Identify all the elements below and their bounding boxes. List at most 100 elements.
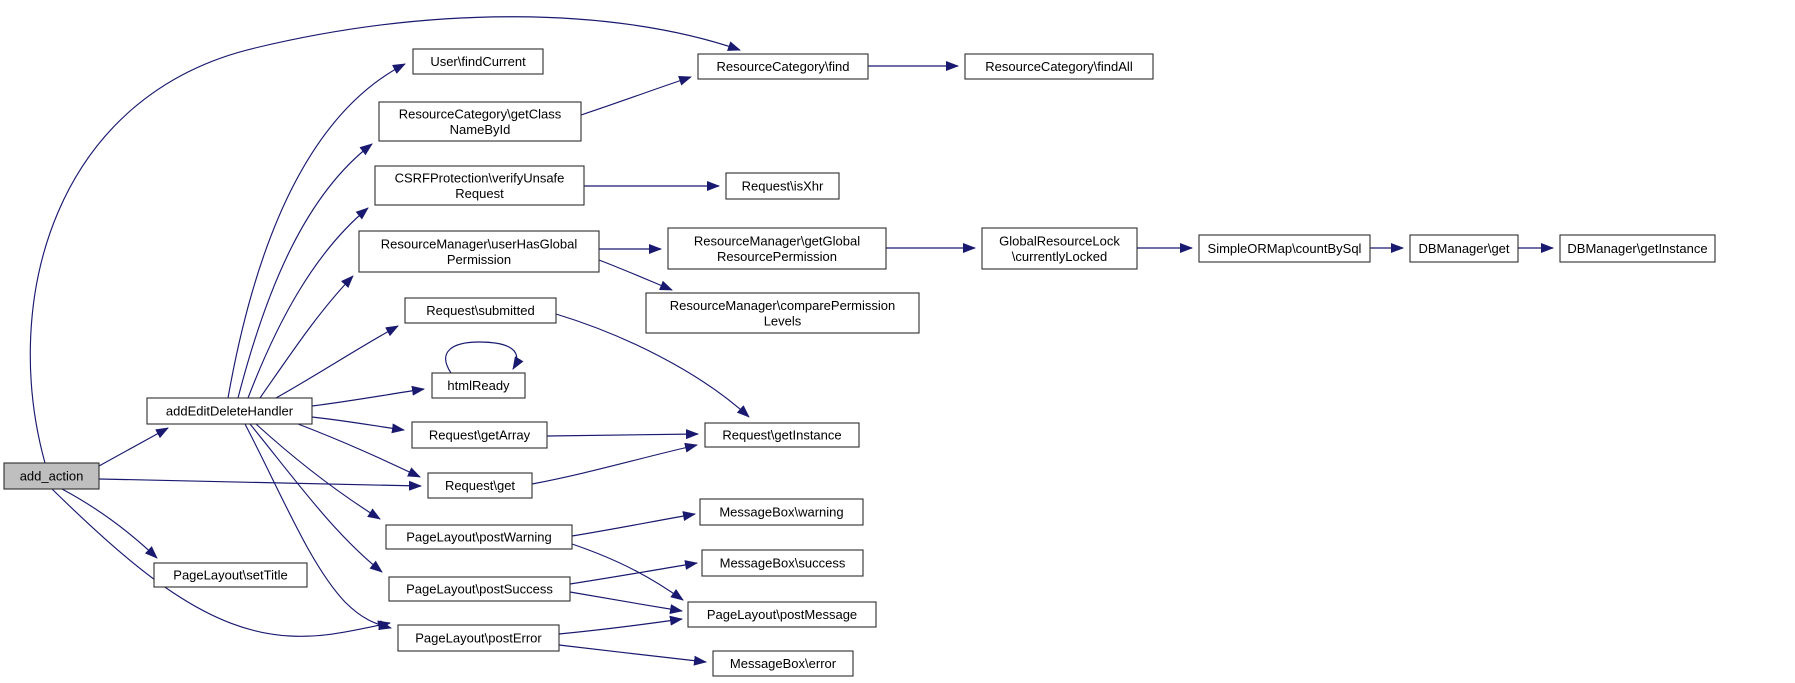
- node-label: ResourceManager\userHasGlobal: [381, 236, 578, 251]
- node-box[interactable]: [146, 397, 313, 425]
- node-box[interactable]: [388, 576, 571, 602]
- node-label: PageLayout\postMessage: [707, 607, 857, 622]
- node-message-box-success[interactable]: MessageBox\success: [701, 549, 864, 577]
- node-box[interactable]: [687, 601, 877, 628]
- node-page-layout-post-success[interactable]: PageLayout\postSuccess: [388, 576, 571, 602]
- node-box[interactable]: [1559, 234, 1716, 263]
- node-request-get-array[interactable]: Request\getArray: [411, 421, 548, 449]
- node-box[interactable]: [712, 650, 854, 677]
- node-label: User\findCurrent: [430, 54, 526, 69]
- node-label: SimpleORMap\countBySql: [1208, 241, 1362, 256]
- node-label: MessageBox\error: [730, 656, 837, 671]
- node-resource-category-find[interactable]: ResourceCategory\find: [697, 53, 869, 80]
- node-box[interactable]: [667, 227, 887, 270]
- node-label: Levels: [764, 313, 802, 328]
- node-box[interactable]: [431, 372, 526, 399]
- node-request-get[interactable]: Request\get: [427, 472, 533, 499]
- edge-add-edit-delete-handler-to-page-layout-post-success: [249, 423, 383, 573]
- node-box[interactable]: [704, 422, 860, 448]
- node-label: addEditDeleteHandler: [166, 404, 294, 419]
- node-html-ready[interactable]: htmlReady: [431, 372, 526, 399]
- node-box[interactable]: [374, 165, 585, 206]
- edge-page-layout-post-warning-to-page-layout-post-message: [571, 543, 684, 601]
- node-box[interactable]: [699, 498, 864, 526]
- node-label: \currentlyLocked: [1012, 249, 1107, 264]
- node-add-action: add_action: [3, 462, 100, 490]
- node-label: MessageBox\warning: [719, 505, 843, 520]
- node-request-get-instance[interactable]: Request\getInstance: [704, 422, 860, 448]
- node-label: Request\getInstance: [722, 428, 841, 443]
- edge-page-layout-post-warning-to-message-box-warning: [571, 511, 696, 537]
- node-page-layout-post-error[interactable]: PageLayout\postError: [397, 624, 560, 652]
- node-page-layout-post-warning[interactable]: PageLayout\postWarning: [385, 524, 573, 550]
- node-box[interactable]: [697, 53, 869, 80]
- edge-add-edit-delete-handler-to-resource-category-get-class-name-by-id: [237, 143, 373, 399]
- node-user-find-current[interactable]: User\findCurrent: [412, 48, 544, 75]
- edge-page-layout-post-success-to-page-layout-post-message: [569, 591, 683, 615]
- node-box[interactable]: [412, 48, 544, 75]
- node-box[interactable]: [397, 624, 560, 652]
- node-box[interactable]: [725, 172, 840, 200]
- node-global-resource-lock-currently-locked[interactable]: GlobalResourceLock\currentlyLocked: [981, 227, 1138, 270]
- node-request-is-xhr[interactable]: Request\isXhr: [725, 172, 840, 200]
- node-box: [3, 462, 100, 490]
- node-label: Request\isXhr: [742, 179, 824, 194]
- node-message-box-warning[interactable]: MessageBox\warning: [699, 498, 864, 526]
- node-message-box-error[interactable]: MessageBox\error: [712, 650, 854, 677]
- node-label: PageLayout\setTitle: [173, 568, 287, 583]
- node-resource-category-find-all[interactable]: ResourceCategory\findAll: [964, 53, 1154, 80]
- node-label: PageLayout\postError: [415, 631, 542, 646]
- node-box[interactable]: [385, 524, 573, 550]
- node-resource-manager-get-global-resource-permission[interactable]: ResourceManager\getGlobalResourcePermiss…: [667, 227, 887, 270]
- edge-page-layout-post-error-to-page-layout-post-message: [558, 615, 683, 635]
- node-box[interactable]: [1198, 234, 1371, 263]
- edge-add-action-to-request-get: [98, 478, 422, 491]
- node-label: Request: [455, 186, 504, 201]
- node-label: ResourceCategory\getClass: [399, 106, 562, 121]
- edge-add-edit-delete-handler-to-request-submitted: [275, 325, 399, 399]
- node-label: Permission: [447, 252, 511, 267]
- node-box[interactable]: [981, 227, 1138, 270]
- node-db-manager-get-instance[interactable]: DBManager\getInstance: [1559, 234, 1716, 263]
- node-label: CSRFProtection\verifyUnsafe: [395, 170, 565, 185]
- node-label: DBManager\getInstance: [1567, 241, 1707, 256]
- node-box[interactable]: [411, 421, 548, 449]
- node-db-manager-get[interactable]: DBManager\get: [1409, 234, 1519, 263]
- node-box[interactable]: [378, 101, 582, 142]
- edge-add-edit-delete-handler-to-resource-manager-user-has-global-permission: [259, 275, 354, 399]
- edge-request-get-array-to-request-get-instance: [546, 429, 699, 440]
- node-page-layout-set-title[interactable]: PageLayout\setTitle: [153, 562, 308, 588]
- node-request-submitted[interactable]: Request\submitted: [404, 297, 557, 324]
- node-box[interactable]: [358, 230, 600, 273]
- node-box[interactable]: [404, 297, 557, 324]
- node-simple-or-map-count-by-sql[interactable]: SimpleORMap\countBySql: [1198, 234, 1371, 263]
- node-label: add_action: [20, 469, 84, 484]
- node-label: ResourcePermission: [717, 249, 837, 264]
- node-box[interactable]: [645, 292, 920, 334]
- edge-page-layout-post-success-to-message-box-success: [569, 560, 698, 585]
- node-box[interactable]: [964, 53, 1154, 80]
- node-page-layout-post-message[interactable]: PageLayout\postMessage: [687, 601, 877, 628]
- node-label: ResourceCategory\find: [717, 59, 850, 74]
- edge-add-edit-delete-handler-to-html-ready: [311, 385, 425, 407]
- node-label: ResourceManager\getGlobal: [694, 233, 860, 248]
- node-label: ResourceManager\comparePermission: [670, 298, 895, 313]
- node-label: NameById: [450, 122, 511, 137]
- edge-add-edit-delete-handler-to-page-layout-post-error: [244, 423, 392, 630]
- node-label: DBManager\get: [1418, 241, 1509, 256]
- node-box[interactable]: [427, 472, 533, 499]
- node-add-edit-delete-handler[interactable]: addEditDeleteHandler: [146, 397, 313, 425]
- node-label: ResourceCategory\findAll: [985, 59, 1133, 74]
- edge-add-edit-delete-handler-to-csrf-protection-verify-unsafe-request: [247, 207, 369, 399]
- node-box[interactable]: [153, 562, 308, 588]
- edge-add-edit-delete-handler-to-user-find-current: [227, 63, 406, 399]
- edge-add-edit-delete-handler-to-page-layout-post-warning: [255, 423, 381, 520]
- node-box[interactable]: [701, 549, 864, 577]
- edge-request-submitted-to-request-get-instance: [555, 313, 750, 418]
- node-label: htmlReady: [447, 378, 510, 393]
- node-box[interactable]: [1409, 234, 1519, 263]
